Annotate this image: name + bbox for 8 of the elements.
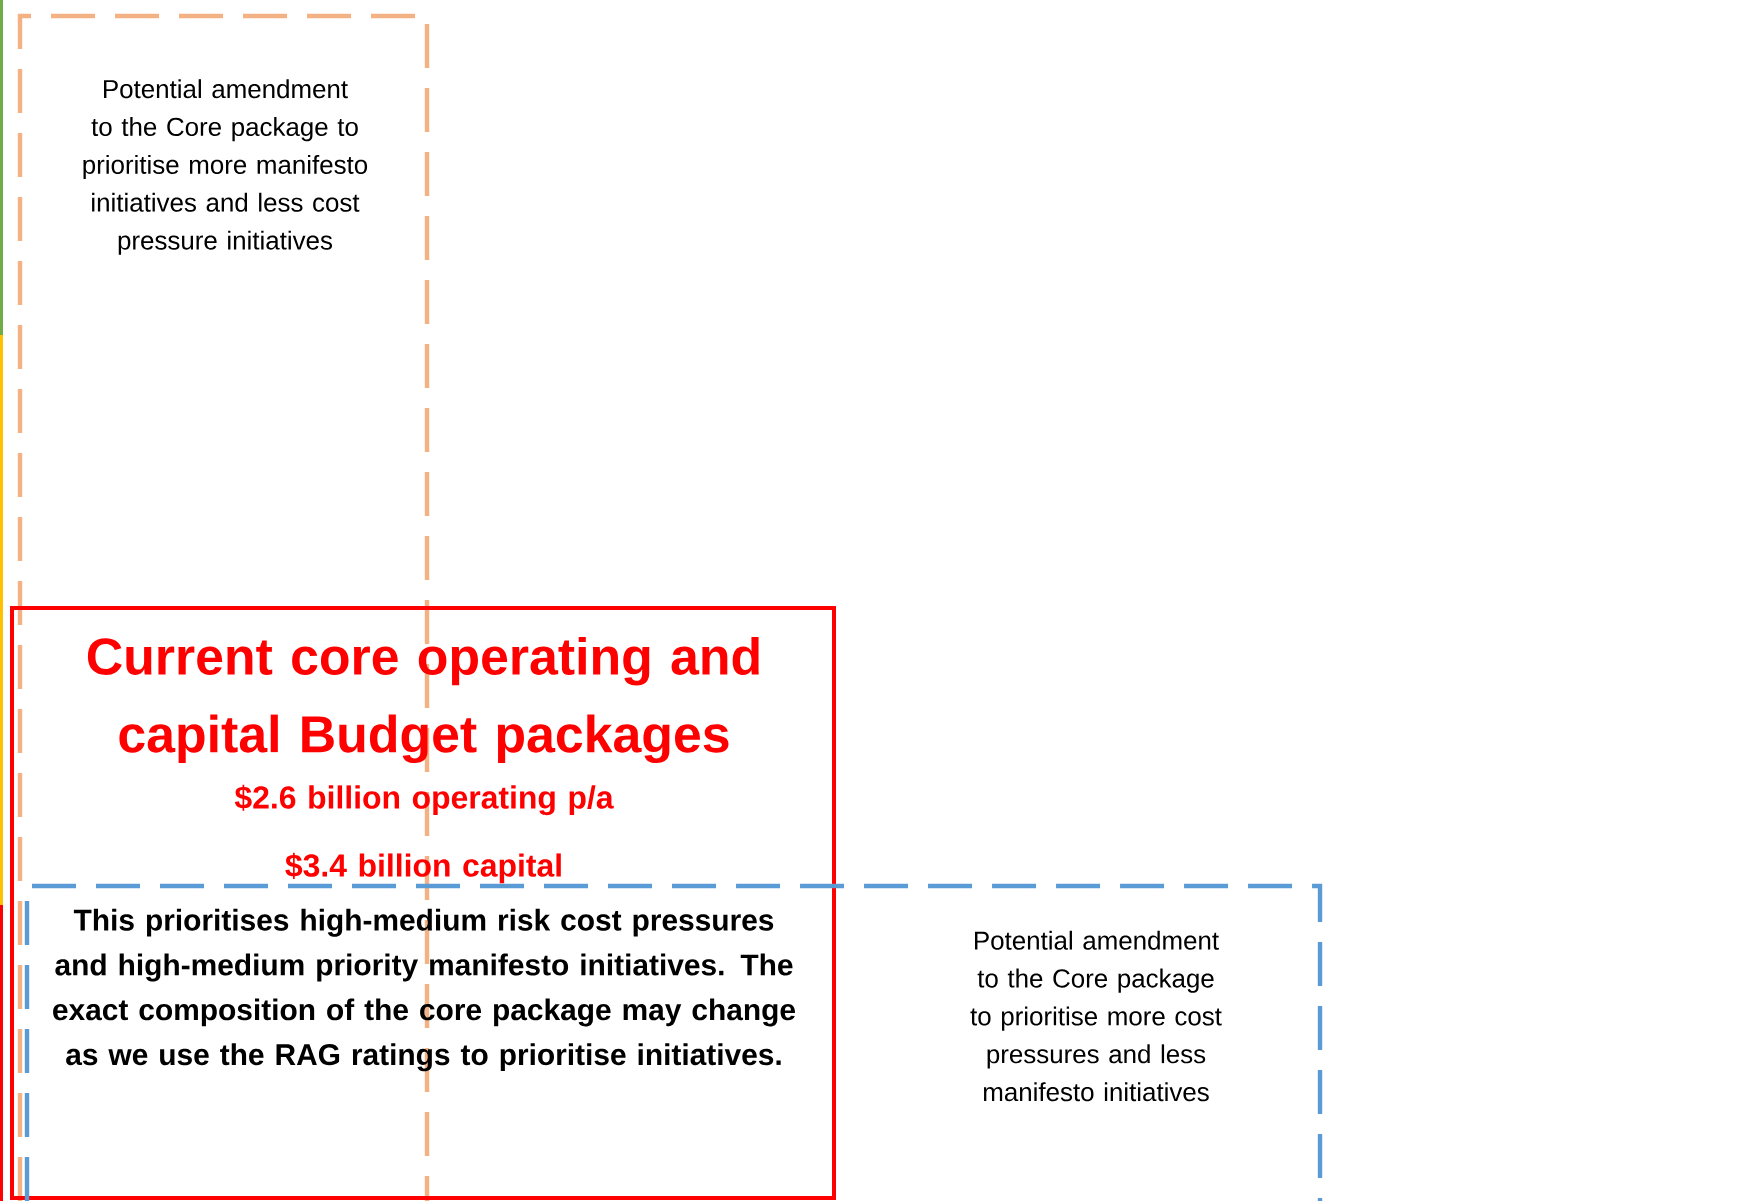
- budget-box: [10, 606, 836, 1200]
- description-text: This prioritises high-medium risk cost pressures and high-medium priority manifesto initiatives. The exact composition of the core package may change as we use the RAG ratings to prioritise initiatives.: [53, 908, 795, 1072]
- box-text: Potential amendment to the Core package to prioritise more cost pressures and less manifesto initiatives: [970, 930, 1222, 1102]
- amount-text: $3.4 billion capital: [285, 852, 561, 884]
- budget-heading: Current core operating and capital Budget packages: [87, 636, 759, 764]
- dashed-box: [24, 883, 1323, 1201]
- amount-text: $2.6 billion operating p/a: [234, 784, 614, 816]
- box-text: Potential amendment to the Core package to prioritise more manifesto initiatives and less cost pressure initiatives: [83, 79, 368, 255]
